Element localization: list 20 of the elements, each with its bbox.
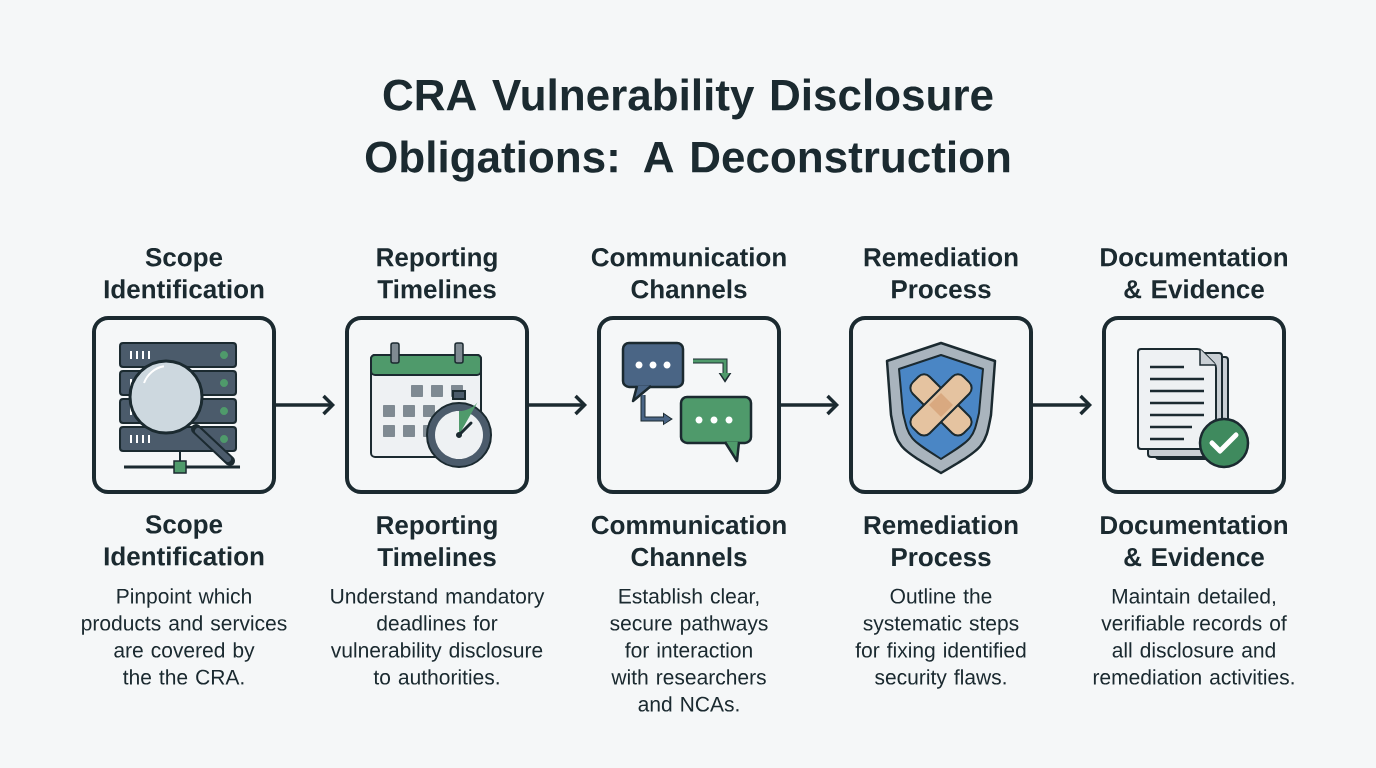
title: CRA Vulnerability Disclosure Obligations: A Deconstruction xyxy=(365,78,1010,182)
step-description: Pinpoint which products and services are covered by the the CRA. xyxy=(82,588,287,685)
step-heading: Remediation Process xyxy=(864,247,1018,299)
step-heading: Documentation & Evidence xyxy=(1101,515,1287,567)
arrow xyxy=(276,394,335,416)
step-heading: Scope Identification xyxy=(104,515,264,566)
arrow xyxy=(1033,394,1092,416)
arrow xyxy=(529,394,587,416)
step-heading: Communication Channels xyxy=(591,247,786,299)
step-description: Maintain detailed, verifiable records of all disclosure and remediation activities. xyxy=(1093,588,1294,685)
step-heading: Scope Identification xyxy=(104,248,264,299)
step-description: Establish clear, secure pathways for interaction with researchers and NCAs. xyxy=(610,588,768,712)
step-description: Understand mandatory deadlines for vulnerability disclosure to authorities. xyxy=(330,588,545,685)
step-description: Outline the systematic steps for fixing identified security flaws. xyxy=(855,588,1026,689)
step-heading: Reporting Timelines xyxy=(377,515,497,567)
step-heading: Remediation Process xyxy=(864,515,1018,567)
step-heading: Reporting Timelines xyxy=(377,247,497,299)
step-heading: Communication Channels xyxy=(591,515,786,567)
arrow xyxy=(781,394,839,416)
step-heading: Documentation & Evidence xyxy=(1101,247,1287,299)
